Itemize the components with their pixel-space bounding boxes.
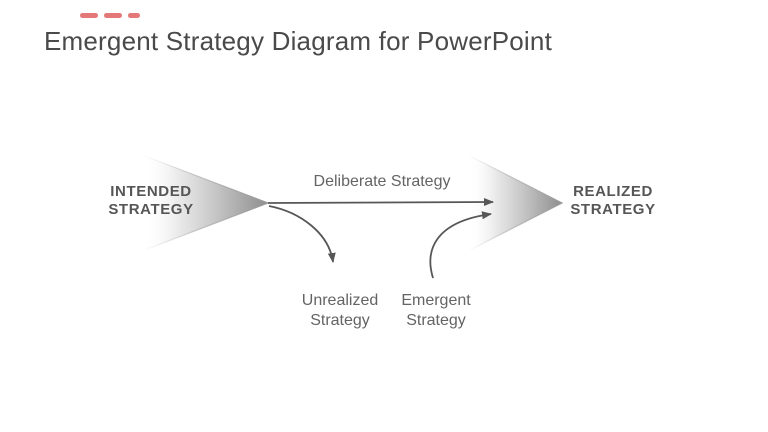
red-dash-icon: [80, 13, 98, 18]
red-dash-icon: [104, 13, 122, 18]
unrealized-arrow-icon: [268, 205, 336, 263]
realized-strategy-label: REALIZED STRATEGY: [570, 183, 655, 219]
realized-strategy-line1: REALIZED: [573, 183, 653, 200]
intended-strategy-line2: STRATEGY: [108, 201, 194, 218]
realized-cone-arrow-icon: [467, 154, 564, 252]
unrealized-strategy-line1: Unrealized: [301, 292, 379, 309]
emergent-arrow-icon: [429, 211, 492, 279]
red-dashes-decoration: [80, 13, 140, 18]
unrealized-strategy-label: Unrealized Strategy: [302, 291, 378, 331]
page-title: Emergent Strategy Diagram for PowerPoint: [44, 26, 552, 56]
intended-strategy-label: INTENDED STRATEGY: [108, 183, 193, 219]
emergent-strategy-label: Emergent Strategy: [401, 291, 470, 331]
realized-strategy-line2: STRATEGY: [570, 201, 656, 218]
emergent-strategy-line1: Emergent: [401, 292, 471, 309]
intended-cone-arrow-icon: [141, 154, 270, 252]
emergent-strategy-line2: Strategy: [406, 312, 466, 329]
intended-strategy-line1: INTENDED: [110, 183, 192, 200]
unrealized-strategy-line2: Strategy: [310, 312, 370, 329]
deliberate-arrow-icon: [267, 198, 494, 207]
deliberate-strategy-label: Deliberate Strategy: [313, 173, 451, 190]
red-dash-icon: [128, 13, 140, 18]
